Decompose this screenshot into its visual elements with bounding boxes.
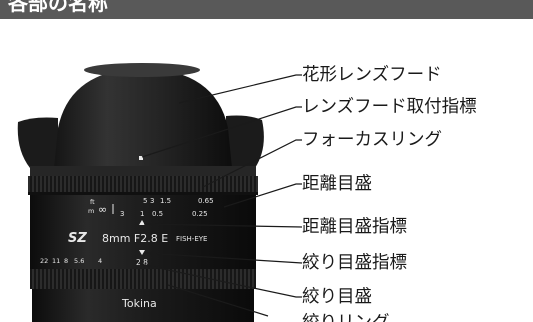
aperture-index-mark <box>139 250 145 255</box>
distance-m-3: 3 <box>120 210 124 218</box>
callout-flower-hood: 花形レンズフード <box>302 65 442 85</box>
fisheye-text: FISH-EYE <box>176 235 207 243</box>
maker-logo: Tokina <box>121 297 157 310</box>
hood-top-rim <box>84 63 200 77</box>
distance-m-unit: m <box>88 207 94 215</box>
hood-dome <box>54 68 232 168</box>
aperture-11: 11 <box>52 257 60 265</box>
callout-aperture-index: 絞り目盛指標 <box>302 253 407 273</box>
distance-scale-band <box>30 195 256 223</box>
aperture-scale-band <box>30 247 256 269</box>
leader-aperture-index <box>143 252 303 264</box>
callout-distance-index: 距離目盛指標 <box>302 217 407 237</box>
distance-m-1: 1 <box>140 210 144 218</box>
hood-base-ring <box>30 166 256 176</box>
aperture-ring <box>30 269 256 289</box>
distance-ft-1-5: 1.5 <box>160 197 171 205</box>
leader-distance-index <box>143 223 303 228</box>
aperture-5-6: 5.6 <box>74 257 84 265</box>
distance-ft-unit: ft <box>90 198 95 206</box>
leader-lines <box>139 74 303 317</box>
callout-aperture-ring: 絞りリング <box>302 312 390 322</box>
brand-mark: SZ <box>68 231 87 246</box>
callout-distance-scale: 距離目盛 <box>302 174 372 194</box>
lens-lower-body <box>32 289 254 322</box>
distance-infinity: ∞ <box>98 203 107 216</box>
leader-focus-ring <box>202 139 302 188</box>
callout-aperture-scale: 絞り目盛 <box>302 287 372 307</box>
leader-distance-scale <box>223 183 302 208</box>
distance-index-mark <box>139 220 145 225</box>
aperture-2-8: 2.8 <box>136 258 148 267</box>
distance-ft-3: 3 <box>150 197 154 205</box>
distance-ft-5: 5 <box>143 197 147 205</box>
name-band <box>30 223 256 247</box>
distance-m-0-5: 0.5 <box>152 210 163 218</box>
aperture-8: 8 <box>64 257 68 265</box>
focus-ring <box>28 176 258 194</box>
callout-hood-mount-index: レンズフード取付指標 <box>302 97 477 117</box>
section-header: 各部の名称 <box>0 0 533 19</box>
section-title: 各部の名称 <box>8 0 108 15</box>
hood-right-petal <box>226 115 264 170</box>
hood-mount-index <box>139 156 143 160</box>
leader-aperture-ring <box>167 284 269 317</box>
lens-model: 8mm F2.8 E <box>102 232 168 245</box>
distance-ft-0-65: 0.65 <box>198 197 214 205</box>
callout-focus-ring: フォーカスリング <box>302 130 442 150</box>
leader-aperture-scale <box>139 263 302 298</box>
aperture-4: 4 <box>98 257 102 265</box>
leader-hood-index <box>141 106 302 158</box>
distance-m-0-25: 0.25 <box>192 210 208 218</box>
hood-left-petal <box>17 117 58 170</box>
aperture-22: 22 <box>40 257 48 265</box>
leader-hood <box>178 74 302 104</box>
